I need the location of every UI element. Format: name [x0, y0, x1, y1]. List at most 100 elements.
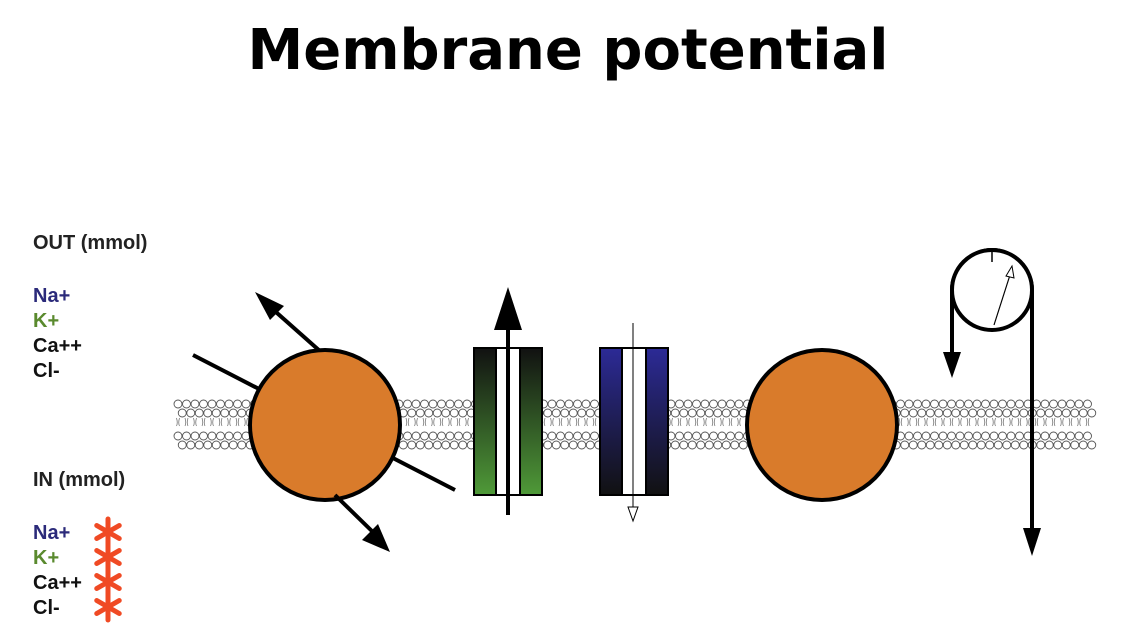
lipid-tail — [983, 417, 988, 427]
meter-needle — [993, 274, 1011, 326]
lipid-head — [913, 399, 922, 409]
lipid-head — [1006, 399, 1016, 409]
lipid-head — [1010, 440, 1020, 450]
lipid-head — [687, 408, 697, 418]
lipid-head — [449, 408, 459, 418]
lipid-head — [981, 399, 990, 409]
arrow-out-head-icon — [255, 292, 284, 320]
lipid-head — [964, 431, 973, 441]
lipid-head — [403, 399, 412, 409]
k-arrow-head-icon — [494, 287, 522, 330]
lipid-tail — [456, 417, 461, 427]
lipid-head — [590, 399, 599, 409]
lipid-head — [938, 399, 948, 409]
lipid-head — [675, 399, 684, 409]
lipid-head — [556, 431, 565, 441]
lipid-head — [407, 440, 417, 450]
lipid-head — [449, 440, 459, 450]
lipid-head — [734, 431, 744, 441]
lipid-head — [560, 408, 570, 418]
lipid-head — [704, 440, 714, 450]
lipid-head — [462, 399, 472, 409]
lipid-head — [726, 399, 735, 409]
in-ion-cl: Cl- — [33, 597, 60, 619]
lipid-head — [186, 440, 196, 450]
sodium-channel — [599, 323, 669, 523]
lipid-tail — [550, 417, 554, 427]
lipid-head — [951, 408, 961, 418]
lipid-head — [998, 399, 1007, 409]
lipid-head — [709, 431, 718, 441]
lipid-head — [726, 431, 735, 441]
lipid-head — [993, 408, 1003, 418]
lipid-head — [921, 431, 931, 441]
lipid-head — [1015, 431, 1024, 441]
lipid-head — [199, 431, 208, 441]
lipid-tail — [210, 417, 214, 427]
lipid-head — [237, 440, 247, 450]
lipid-head — [925, 408, 935, 418]
lipid-head — [551, 408, 561, 418]
arrow-in-head-icon — [362, 524, 390, 552]
lipid-head — [1070, 440, 1080, 450]
lipid-head — [959, 408, 969, 418]
lipid-tail — [465, 417, 469, 427]
lipid-head — [186, 408, 196, 418]
lipid-tail — [1068, 417, 1073, 427]
lipid-tail — [669, 417, 673, 427]
lipid-head — [968, 408, 978, 418]
lipid-head — [683, 431, 693, 441]
lipid-head — [432, 440, 442, 450]
lipid-head — [398, 440, 408, 450]
lipid-tail — [1077, 417, 1081, 427]
asterisk-icon — [94, 516, 122, 548]
lipid-tail — [244, 417, 248, 427]
lipid-tail — [1034, 417, 1039, 427]
in-heading: IN (mmol) — [33, 469, 126, 491]
voltmeter-icon — [943, 248, 1041, 556]
lipid-head — [925, 440, 935, 450]
lipid-head — [900, 440, 910, 450]
lipid-head — [1006, 431, 1016, 441]
lipid-head — [224, 431, 234, 441]
lipid-head — [445, 399, 455, 409]
lipid-head — [577, 408, 587, 418]
lipid-head — [543, 408, 553, 418]
lipid-head — [930, 399, 939, 409]
lipid-head — [1036, 440, 1046, 450]
lipid-head — [568, 440, 578, 450]
meter-arrow-down-left-icon — [943, 352, 961, 378]
lipid-head — [679, 408, 689, 418]
na-channel-pore — [621, 347, 647, 496]
lipid-tail — [439, 417, 444, 427]
lipid-head — [1057, 431, 1067, 441]
lipid-head — [420, 431, 429, 441]
lipid-tail — [201, 417, 206, 427]
lipid-tail — [193, 417, 197, 427]
lipid-head — [577, 440, 587, 450]
lipid-tail — [227, 417, 231, 427]
lipid-head — [1040, 399, 1050, 409]
lipid-head — [730, 408, 740, 418]
in-ion-na: Na+ — [33, 522, 71, 544]
lipid-head — [717, 431, 727, 441]
lipid-head — [573, 399, 582, 409]
lipid-tail — [592, 417, 597, 427]
lipid-head — [462, 431, 472, 441]
lipid-head — [738, 440, 748, 450]
lipid-head — [1061, 440, 1071, 450]
lipid-head — [683, 399, 693, 409]
lipid-head — [896, 399, 905, 409]
lipid-head — [955, 431, 965, 441]
asterisk-icon — [94, 591, 122, 623]
lipid-head — [220, 440, 230, 450]
lipid-tail — [737, 417, 741, 427]
lipid-tail — [567, 417, 571, 427]
lipid-tail — [898, 417, 903, 427]
in-ion-k: K+ — [33, 547, 60, 569]
lipid-head — [981, 431, 990, 441]
lipid-head — [1002, 440, 1012, 450]
lipid-head — [721, 408, 731, 418]
lipid-head — [458, 408, 468, 418]
